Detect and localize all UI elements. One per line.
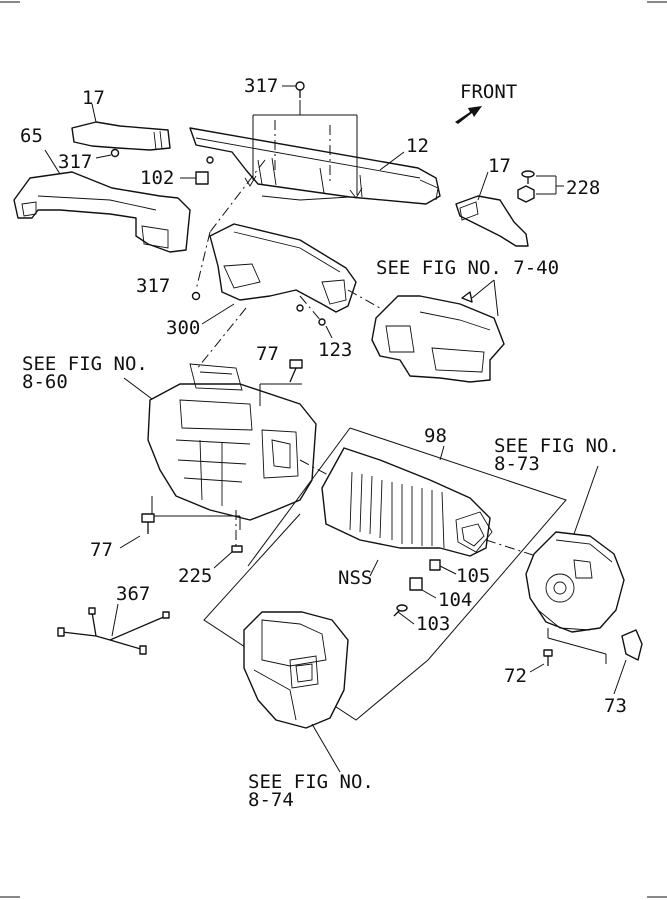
callout-123: 123 — [318, 339, 352, 361]
defroster-duct-7-40-part — [371, 295, 505, 383]
callout-65: 65 — [20, 125, 43, 147]
wire-harness-367-part — [57, 607, 170, 655]
callout-228: 228 — [566, 177, 600, 199]
callout-105: 105 — [456, 565, 490, 587]
assembly-boundary — [203, 427, 567, 721]
evaporator-unit-8-74-part — [243, 611, 349, 729]
callout-77-bottom: 77 — [90, 539, 113, 561]
clip-105 — [429, 559, 441, 571]
screw-72 — [543, 649, 553, 666]
callout-17-right: 17 — [488, 155, 511, 177]
front-label: FRONT — [460, 81, 517, 103]
bellows-duct-nss-part — [321, 447, 493, 557]
front-direction-indicator: FRONT — [455, 81, 517, 124]
center-duct-part — [189, 127, 441, 205]
callout-nss: NSS — [338, 567, 372, 589]
ref-fig-8-74-line2: 8-74 — [248, 789, 294, 811]
screw-103 — [393, 604, 408, 617]
callout-102: 102 — [140, 167, 174, 189]
ref-fig-8-73-line1: SEE FIG NO. — [494, 435, 620, 457]
callout-104: 104 — [438, 589, 472, 611]
clip-228 — [517, 170, 535, 203]
callout-17-left: 17 — [82, 87, 105, 109]
ref-fig-8-73-line2: 8-73 — [494, 453, 540, 475]
callout-317-top: 317 — [244, 75, 278, 97]
callout-77-top: 77 — [256, 343, 279, 365]
ref-fig-8-60-line1: SEE FIG NO. — [22, 353, 148, 375]
ref-fig-8-60-line2: 8-60 — [22, 371, 68, 393]
screw-317-mid — [191, 291, 201, 301]
heater-unit-8-60-part — [147, 363, 317, 521]
screw-317-top — [282, 81, 305, 98]
ref-fig-8-74-line1: SEE FIG NO. — [248, 771, 374, 793]
side-duct-65-part — [13, 171, 191, 253]
clip-123 — [296, 304, 326, 326]
ref-fig-7-40: SEE FIG NO. 7-40 — [376, 257, 559, 279]
clip-225 — [231, 545, 243, 553]
callout-73: 73 — [604, 695, 627, 717]
blower-unit-8-73-part — [525, 531, 625, 633]
callout-317-mid: 317 — [136, 275, 170, 297]
callout-98: 98 — [424, 425, 447, 447]
screw-77-bottom — [141, 513, 155, 534]
clip-104 — [409, 577, 423, 591]
duct-bracket-lines — [252, 100, 358, 195]
callout-300: 300 — [166, 317, 200, 339]
side-duct-left-part — [71, 121, 171, 151]
callout-72: 72 — [504, 665, 527, 687]
resistor-73-part — [621, 629, 643, 661]
clip-102 — [195, 156, 214, 185]
callout-317-left: 317 — [58, 151, 92, 173]
center-vent-duct-300-part — [209, 223, 357, 313]
screw-77-top — [289, 359, 303, 383]
screw-317-left — [110, 148, 120, 158]
callout-225: 225 — [178, 565, 212, 587]
callout-103: 103 — [416, 613, 450, 635]
callout-12: 12 — [406, 135, 429, 157]
callout-367: 367 — [116, 583, 150, 605]
front-arrow-icon — [455, 106, 482, 124]
side-duct-right-part — [455, 195, 529, 247]
clip-7-40-icon — [461, 291, 473, 303]
